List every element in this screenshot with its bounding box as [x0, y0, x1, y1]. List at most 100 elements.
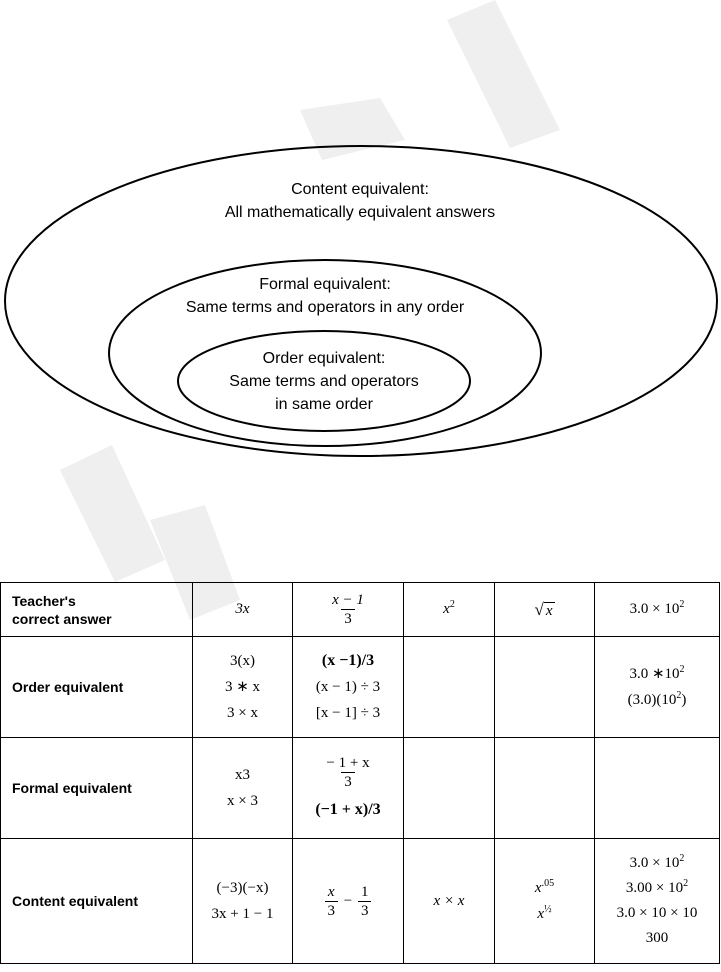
content-power-1-exp: .05 — [541, 878, 555, 889]
order-cell-fraction: (x −1)/3 (x − 1) ÷ 3 [x − 1] ÷ 3 — [292, 636, 404, 738]
order-sci-expr-1: 3.0 ∗102 — [595, 661, 719, 687]
sqrt-expression: √x — [534, 599, 555, 620]
formal-fraction-denominator: 3 — [341, 771, 355, 791]
square-base: x — [443, 601, 450, 617]
order-frac-expr-1: (x −1)/3 — [321, 652, 375, 669]
radicand: x — [543, 601, 555, 619]
inner-ellipse-text: Order equivalent: Same terms and operato… — [179, 347, 469, 416]
teacher-cell-sci: 3.0 × 102 — [594, 582, 720, 637]
middle-description: Same terms and operators in any order — [185, 299, 465, 316]
content-power-1: x.05 — [495, 875, 594, 901]
table-row-content: Content equivalent (−3)(−x) 3x + 1 − 1 x… — [0, 838, 720, 964]
formal-frac-expr-2: (−1 + x)/3 — [315, 800, 381, 818]
order-sci-2-exp: 2 — [676, 690, 682, 701]
fraction-numerator: x − 1 — [332, 592, 364, 608]
content-fraction-a-den: 3 — [324, 900, 339, 920]
order-cell-sci: 3.0 ∗102 (3.0)(102) — [594, 636, 720, 738]
content-cell-3x: (−3)(−x) 3x + 1 − 1 — [192, 838, 293, 964]
content-sci-2-base: 3.00 × 10 — [625, 880, 684, 896]
formal-fraction: − 1 + x 3 — [323, 754, 372, 791]
outer-ellipse-text: Content equivalent: All mathematically e… — [110, 178, 610, 224]
middle-ellipse-text: Formal equivalent: Same terms and operat… — [125, 273, 525, 319]
content-fraction-a-num: x — [327, 883, 335, 900]
content-expr-2: 3x + 1 − 1 — [211, 906, 274, 922]
sci-exponent: 2 — [679, 599, 685, 610]
content-fraction-a: x 3 — [324, 883, 339, 920]
content-sci-3: 3.0 × 10 × 10 — [616, 905, 698, 921]
row-label-order: Order equivalent — [0, 636, 193, 738]
formal-cell-sci — [594, 737, 720, 839]
order-expr-1: 3(x) — [230, 653, 255, 669]
outer-ellipse — [4, 145, 718, 457]
sci-base: 3.0 × 10 — [629, 601, 680, 617]
row-label-formal: Formal equivalent — [0, 737, 193, 839]
content-sci-1-base: 3.0 × 10 — [629, 855, 680, 871]
content-sci-1-exp: 2 — [679, 853, 685, 864]
inner-title: Order equivalent: — [262, 350, 386, 367]
content-cell-sci: 3.0 × 102 3.00 × 102 3.0 × 10 × 10 300 — [594, 838, 720, 964]
order-sci-2-close: ) — [681, 692, 687, 708]
outer-title: Content equivalent: — [291, 181, 429, 198]
teacher-cell-3x: 3x — [192, 582, 293, 637]
content-sci-2-exp: 2 — [683, 878, 689, 889]
content-power-2-exp: ½ — [544, 904, 552, 915]
content-sci-4: 300 — [645, 930, 669, 946]
content-sci-2: 3.00 × 102 — [595, 876, 719, 901]
content-sci-1: 3.0 × 102 — [595, 851, 719, 876]
equivalence-table: Teacher's correct answer 3x x − 1 3 x2 √… — [0, 582, 720, 964]
content-cell-sqrt: x.05 x½ — [494, 838, 595, 964]
teacher-fraction: x − 1 3 — [329, 591, 367, 628]
order-cell-square — [403, 636, 495, 738]
content-power-1-base: x — [534, 880, 542, 896]
inner-description-2: in same order — [275, 396, 373, 413]
formal-cell-fraction: − 1 + x 3 (−1 + x)/3 — [292, 737, 404, 839]
content-cell-fraction: x 3 − 1 3 — [292, 838, 404, 964]
formal-cell-square — [403, 737, 495, 839]
order-frac-expr-2: (x − 1) ÷ 3 — [315, 679, 381, 695]
row-label-content: Content equivalent — [0, 838, 193, 964]
teacher-cell-square: x2 — [403, 582, 495, 637]
formal-expr-2: x × 3 — [227, 793, 258, 809]
teacher-cell-fraction: x − 1 3 — [292, 582, 404, 637]
content-product: x × x — [433, 892, 465, 909]
order-expr-2: 3 ∗ x — [224, 679, 261, 695]
table-row-formal: Formal equivalent x3 x × 3 − 1 + x 3 (−1… — [0, 737, 720, 839]
square-exponent: 2 — [449, 599, 455, 610]
order-expr-3: 3 × x — [227, 705, 258, 721]
formal-expr-1: x3 — [235, 767, 250, 783]
content-power-2: x½ — [495, 901, 594, 927]
equivalence-diagram: Content equivalent: All mathematically e… — [0, 140, 721, 470]
formal-fraction-numerator: − 1 + x — [326, 754, 370, 771]
formal-cell-sqrt — [494, 737, 595, 839]
content-fraction-b-num: 1 — [360, 883, 369, 900]
formal-cell-3x: x3 x × 3 — [192, 737, 293, 839]
middle-title: Formal equivalent: — [259, 276, 391, 293]
inner-ellipse — [177, 330, 471, 432]
teacher-cell-sqrt: √x — [494, 582, 595, 637]
table-row-teacher: Teacher's correct answer 3x x − 1 3 x2 √… — [0, 582, 720, 637]
order-cell-sqrt — [494, 636, 595, 738]
outer-description: All mathematically equivalent answers — [224, 204, 496, 221]
content-power-2-base: x — [537, 906, 545, 922]
content-expr-1: (−3)(−x) — [216, 880, 269, 896]
row-label-teacher: Teacher's correct answer — [0, 582, 193, 637]
watermark-stroke — [447, 0, 560, 148]
ellipse-set — [4, 145, 718, 457]
fraction-denominator: 3 — [341, 609, 355, 628]
order-frac-expr-3: [x − 1] ÷ 3 — [315, 705, 381, 721]
equivalence-table-wrapper: Teacher's correct answer 3x x − 1 3 x2 √… — [0, 582, 720, 964]
order-cell-3x: 3(x) 3 ∗ x 3 × x — [192, 636, 293, 738]
content-cell-square: x × x — [403, 838, 495, 964]
table-row-order: Order equivalent 3(x) 3 ∗ x 3 × x (x −1)… — [0, 636, 720, 738]
order-sci-expr-2: (3.0)(102) — [595, 687, 719, 713]
teacher-expr-3x: 3x — [235, 601, 250, 617]
radical-sign-icon: √ — [534, 599, 544, 619]
content-fraction-b: 1 3 — [357, 883, 372, 920]
order-sci-1-base: 3.0 ∗10 — [629, 666, 680, 682]
order-sci-1-exp: 2 — [679, 664, 685, 675]
inner-description-1: Same terms and operators — [229, 373, 419, 390]
content-minus-sign: − — [343, 892, 353, 909]
order-sci-2-base: (3.0)(10 — [627, 692, 677, 708]
middle-ellipse — [108, 259, 542, 447]
content-fraction-b-den: 3 — [357, 900, 372, 920]
